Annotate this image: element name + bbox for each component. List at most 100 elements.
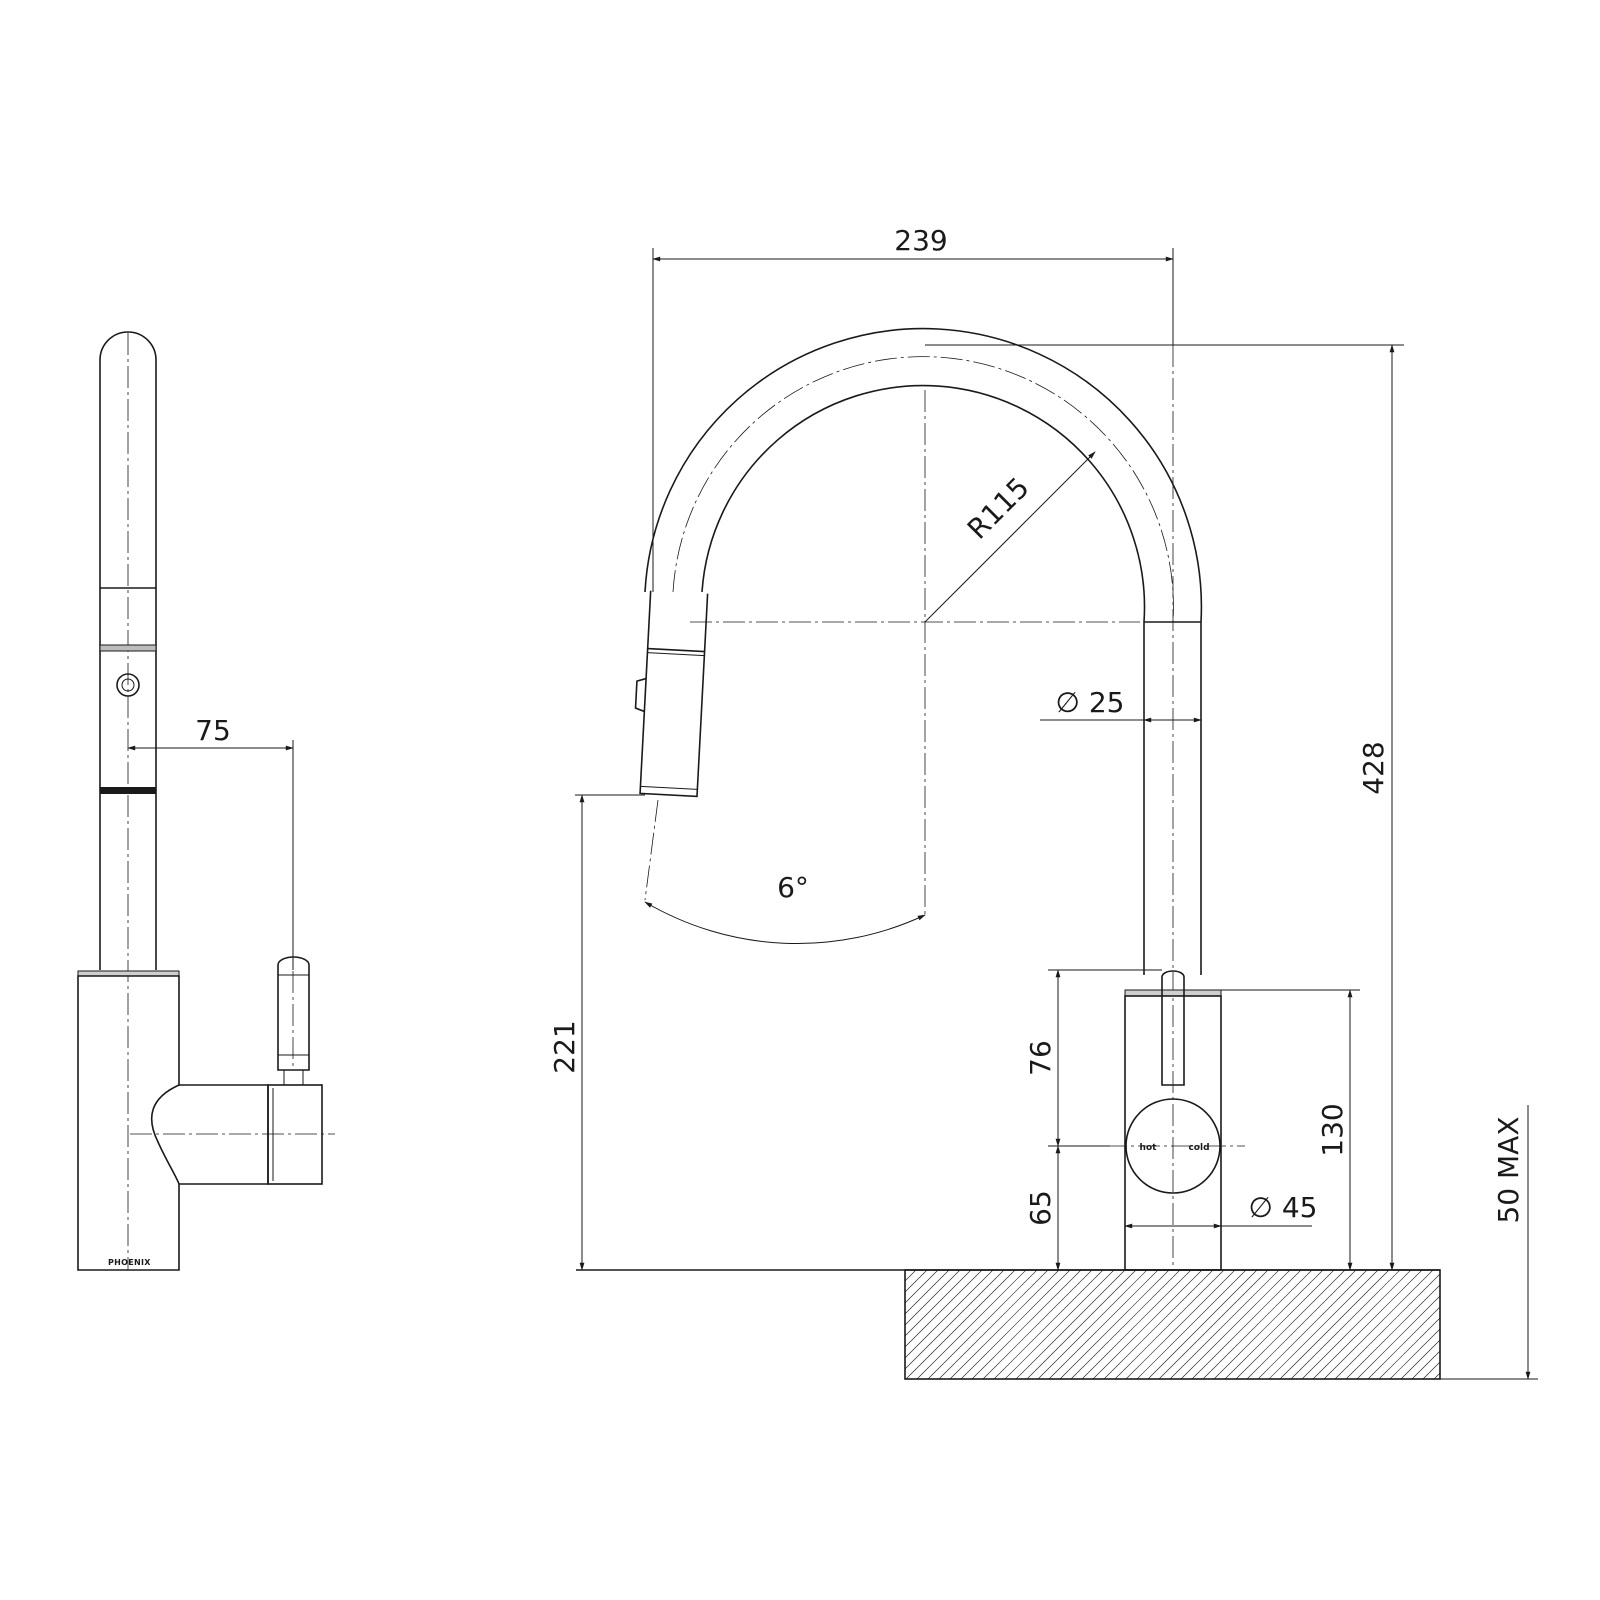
hatch-line	[904, 1269, 939, 1304]
hatch-line	[1026, 1269, 1137, 1380]
dim-hose-diameter: ∅ 25	[1056, 686, 1125, 719]
hatch-line	[1235, 1269, 1346, 1380]
front-lever	[1161, 970, 1185, 1086]
side-aerator-band	[100, 787, 156, 794]
hatch-line	[905, 1269, 1016, 1380]
hatch-line	[1125, 1269, 1236, 1380]
side-head-button-inner	[121, 678, 135, 692]
hatch-line	[1070, 1269, 1181, 1380]
hatch-line	[1411, 1350, 1441, 1380]
side-handle-cap	[267, 1084, 323, 1185]
dim-side-offset: 75	[195, 714, 231, 747]
hatch-line	[1191, 1269, 1302, 1380]
hatch-line	[1136, 1269, 1247, 1380]
hot-label: hot	[1140, 1143, 1158, 1153]
side-spout-tube	[99, 331, 157, 970]
hatch-line	[1323, 1269, 1434, 1380]
hatch-line	[1114, 1269, 1225, 1380]
front-view: R115 239 428 ∅ 25 221 6° hot cold	[548, 224, 1538, 1380]
hatch-line	[1345, 1284, 1441, 1380]
spray-head-aerator	[640, 785, 698, 790]
bench-hatching	[904, 1269, 1441, 1380]
hatch-line	[1180, 1269, 1291, 1380]
spout-inner-arc	[701, 384, 1146, 623]
dim-handle-center-height: 65	[1024, 1190, 1057, 1226]
dim-outlet-height: 221	[548, 1020, 581, 1073]
hatch-line	[904, 1269, 961, 1326]
spray-head-joint-2	[647, 652, 705, 657]
hatch-line	[1422, 1361, 1441, 1380]
spout-outer-arc	[644, 327, 1203, 623]
hatch-line	[960, 1269, 1071, 1380]
side-view: PHOENIX 75	[77, 331, 335, 1271]
hatch-line	[971, 1269, 1082, 1380]
hatch-line	[1202, 1269, 1313, 1380]
dim-swing-angle: 6°	[777, 871, 809, 904]
dim-bench-thickness: 50 MAX	[1492, 1116, 1525, 1223]
hatch-line	[904, 1269, 917, 1282]
hatch-line	[1048, 1269, 1159, 1380]
hatch-line	[1334, 1273, 1441, 1380]
hatch-line	[1290, 1269, 1401, 1380]
hatch-line	[1400, 1339, 1441, 1380]
hatch-line	[1224, 1269, 1335, 1380]
brand-label: PHOENIX	[108, 1258, 151, 1267]
hatch-line	[904, 1269, 972, 1337]
hatch-line	[904, 1269, 928, 1293]
hatch-line	[1356, 1295, 1441, 1380]
dim-overall-height: 428	[1357, 741, 1390, 794]
hatch-line	[1433, 1372, 1441, 1380]
hatch-line	[1367, 1306, 1441, 1380]
hatch-line	[904, 1269, 1005, 1370]
hatch-line	[1312, 1269, 1423, 1380]
hatch-line	[904, 1269, 994, 1359]
spray-head-body	[639, 590, 709, 798]
dim-spout-radius: R115	[961, 471, 1036, 546]
hatch-line	[904, 1269, 950, 1315]
spout-center-arc	[672, 356, 1174, 623]
dim-angle-arc	[644, 901, 926, 944]
dim-radius-line	[924, 451, 1096, 623]
hatch-line	[1378, 1317, 1441, 1380]
hatch-line	[916, 1269, 1027, 1380]
hatch-line	[1015, 1269, 1126, 1380]
dim-angle-ray	[644, 799, 659, 901]
side-body	[77, 975, 180, 1271]
cold-label: cold	[1188, 1143, 1209, 1153]
hatch-line	[1213, 1269, 1324, 1380]
hatch-line	[927, 1269, 1038, 1380]
spray-head-joint	[647, 647, 705, 653]
hatch-line	[1158, 1269, 1269, 1380]
hatch-line	[1004, 1269, 1115, 1380]
side-lever	[277, 956, 310, 1071]
hatch-line	[1147, 1269, 1258, 1380]
hatch-line	[1246, 1269, 1357, 1380]
hatch-line	[1279, 1269, 1390, 1380]
spray-head-button	[634, 677, 647, 713]
body-cap	[1124, 989, 1222, 997]
hatch-line	[1081, 1269, 1192, 1380]
side-head-band	[99, 644, 157, 652]
bench-section	[904, 1269, 1441, 1380]
hatch-line	[1169, 1269, 1280, 1380]
hatch-line	[982, 1269, 1093, 1380]
hatch-line	[904, 1269, 983, 1348]
hatch-line	[1257, 1269, 1368, 1380]
side-head-button	[116, 673, 140, 697]
hatch-line	[1103, 1269, 1214, 1380]
dim-body-diameter: ∅ 45	[1249, 1191, 1318, 1224]
dim-lever-height: 76	[1024, 1040, 1057, 1076]
dim-body-height: 130	[1316, 1103, 1349, 1156]
spray-head	[634, 590, 709, 798]
hatch-line	[993, 1269, 1104, 1380]
hatch-line	[1268, 1269, 1379, 1380]
hatch-line	[1389, 1328, 1441, 1380]
hatch-line	[1092, 1269, 1203, 1380]
hatch-line	[1037, 1269, 1148, 1380]
dim-spout-reach: 239	[894, 224, 947, 257]
hatch-line	[949, 1269, 1060, 1380]
hatch-line	[1059, 1269, 1170, 1380]
side-handle-cylinder	[179, 1084, 269, 1185]
hatch-line	[938, 1269, 1049, 1380]
